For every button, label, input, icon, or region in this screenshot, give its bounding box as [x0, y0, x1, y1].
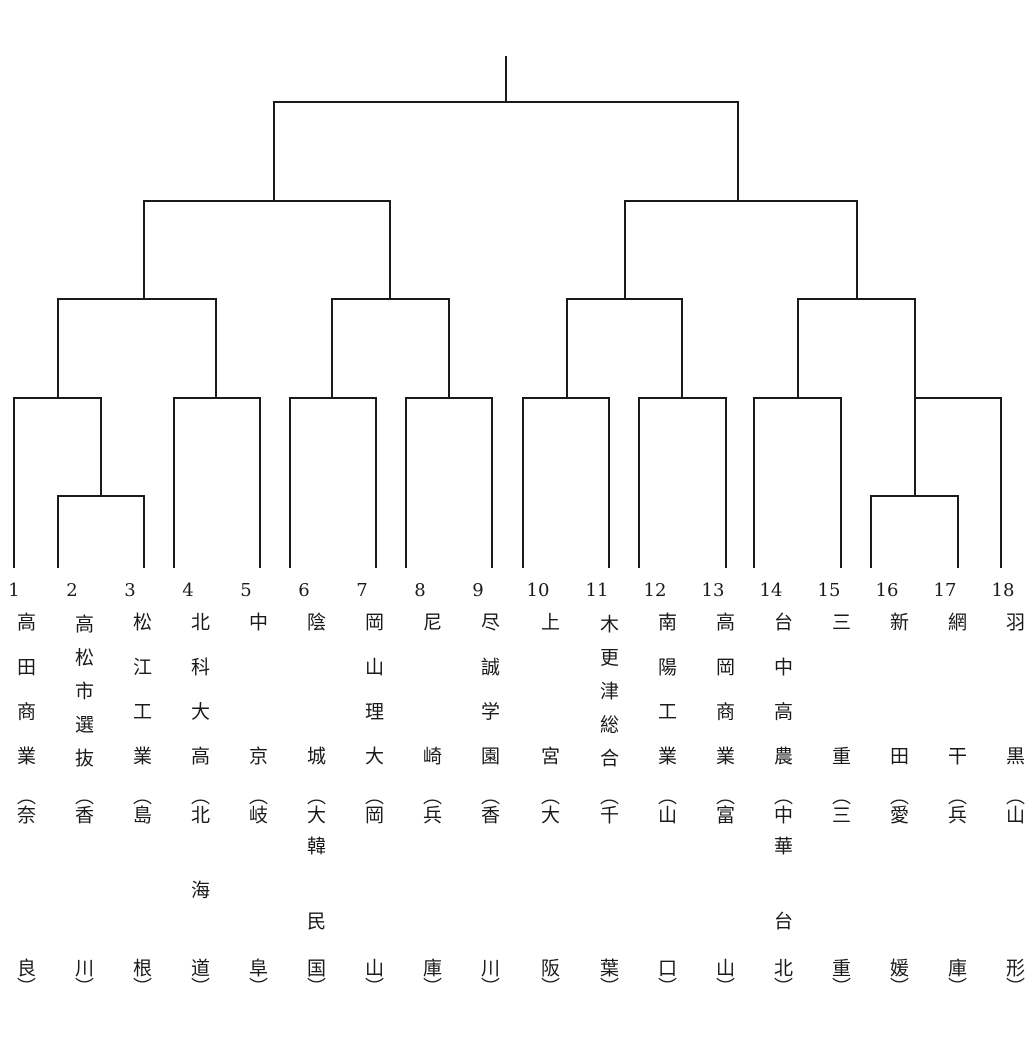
team-pref-close: 根） — [130, 958, 152, 996]
team-pref-close: 国） — [304, 958, 326, 996]
team-pref-close: 川） — [478, 958, 500, 996]
bracket-round2-6 — [638, 397, 727, 568]
bracket-round1-left — [57, 495, 145, 568]
team-number: 13 — [701, 580, 725, 601]
team-name: 岡山理大 — [362, 612, 384, 791]
team-number: 9 — [472, 580, 484, 601]
team-name: 新田 — [887, 612, 909, 880]
bracket-round2-4 — [405, 397, 493, 568]
bracket-quarterfinal-1 — [57, 298, 217, 398]
team-number: 10 — [526, 580, 550, 601]
team-pref-middle: 華台 — [771, 836, 793, 986]
team-number: 15 — [817, 580, 841, 601]
team-number: 3 — [124, 580, 136, 601]
bracket-round1-right — [870, 495, 959, 568]
team-name: 高田商業 — [14, 612, 36, 791]
team-number: 17 — [933, 580, 957, 601]
team-name: 南陽工業 — [655, 612, 677, 791]
bracket-quarterfinal-4 — [797, 298, 916, 398]
team-pref-close: 形） — [1003, 958, 1025, 996]
team-pref-open: （島 — [130, 786, 152, 824]
team-number: 12 — [643, 580, 667, 601]
team-pref-open: （千 — [597, 786, 619, 824]
team-number: 11 — [585, 580, 609, 601]
team-name: 松江工業 — [130, 612, 152, 791]
team-pref-open: （香 — [478, 786, 500, 824]
team-number: 5 — [240, 580, 252, 601]
team-pref-open: （奈 — [14, 786, 36, 824]
team-name: 尼崎 — [420, 612, 442, 880]
team-name: 台中高農 — [771, 612, 793, 791]
team-pref-open: （富 — [713, 786, 735, 824]
bracket-semifinal-left — [143, 200, 391, 299]
team-pref-close: 媛） — [887, 958, 909, 996]
team-number: 4 — [182, 580, 194, 601]
team-name: 中京 — [246, 612, 268, 880]
bracket-semifinal-right — [624, 200, 858, 299]
team-pref-open: （中 — [771, 786, 793, 824]
team-pref-close: 山） — [713, 958, 735, 996]
team-pref-close: 道） — [188, 958, 210, 996]
team-pref-close: 山） — [362, 958, 384, 996]
team-pref-open: （岡 — [362, 786, 384, 824]
team-pref-open: （山 — [655, 786, 677, 824]
bracket-round2-1 — [13, 397, 102, 568]
team-pref-open: （兵 — [420, 786, 442, 824]
bracket-round2-8 — [914, 397, 1002, 568]
team-pref-open: （大 — [304, 786, 326, 824]
team-pref-close: 良） — [14, 958, 36, 996]
team-pref-middle: 海 — [188, 880, 210, 899]
team-pref-open: （香 — [72, 786, 94, 824]
team-name: 網干 — [945, 612, 967, 880]
team-name: 北科大高 — [188, 612, 210, 791]
team-pref-open: （愛 — [887, 786, 909, 824]
bracket-round2-7 — [753, 397, 842, 568]
team-name: 尽誠学園 — [478, 612, 500, 791]
team-name: 高松市選抜 — [72, 614, 94, 782]
bracket-round2-3 — [289, 397, 377, 568]
team-number: 7 — [356, 580, 368, 601]
team-number: 6 — [298, 580, 310, 601]
team-pref-close: 口） — [655, 958, 677, 996]
team-number: 1 — [8, 580, 20, 601]
team-pref-close: 阪） — [538, 958, 560, 996]
team-name: 上宮 — [538, 612, 560, 880]
team-name: 高岡商業 — [713, 612, 735, 791]
team-number: 8 — [414, 580, 426, 601]
team-pref-open: （岐 — [246, 786, 268, 824]
team-pref-close: 阜） — [246, 958, 268, 996]
team-pref-close: 庫） — [945, 958, 967, 996]
bracket-final — [273, 101, 739, 201]
team-name: 陰城 — [304, 612, 326, 880]
bracket-quarterfinal-2 — [331, 298, 450, 398]
team-pref-close: 葉） — [597, 958, 619, 996]
team-pref-close: 重） — [829, 958, 851, 996]
team-pref-open: （兵 — [945, 786, 967, 824]
team-name: 三重 — [829, 612, 851, 880]
bracket-quarterfinal-3 — [566, 298, 683, 398]
team-number: 18 — [991, 580, 1015, 601]
team-pref-open: （三 — [829, 786, 851, 824]
team-name: 羽黒 — [1003, 612, 1025, 880]
team-number: 16 — [875, 580, 899, 601]
team-name: 木更津総合 — [597, 614, 619, 782]
team-pref-open: （大 — [538, 786, 560, 824]
team-pref-open: （北 — [188, 786, 210, 824]
team-pref-close: 庫） — [420, 958, 442, 996]
bracket-round2-2 — [173, 397, 261, 568]
team-pref-open: （山 — [1003, 786, 1025, 824]
team-pref-close: 川） — [72, 958, 94, 996]
team-pref-middle: 韓民 — [304, 836, 326, 986]
team-number: 14 — [759, 580, 783, 601]
team-number: 2 — [66, 580, 78, 601]
bracket-round2-5 — [522, 397, 610, 568]
team-pref-close: 北） — [771, 958, 793, 996]
